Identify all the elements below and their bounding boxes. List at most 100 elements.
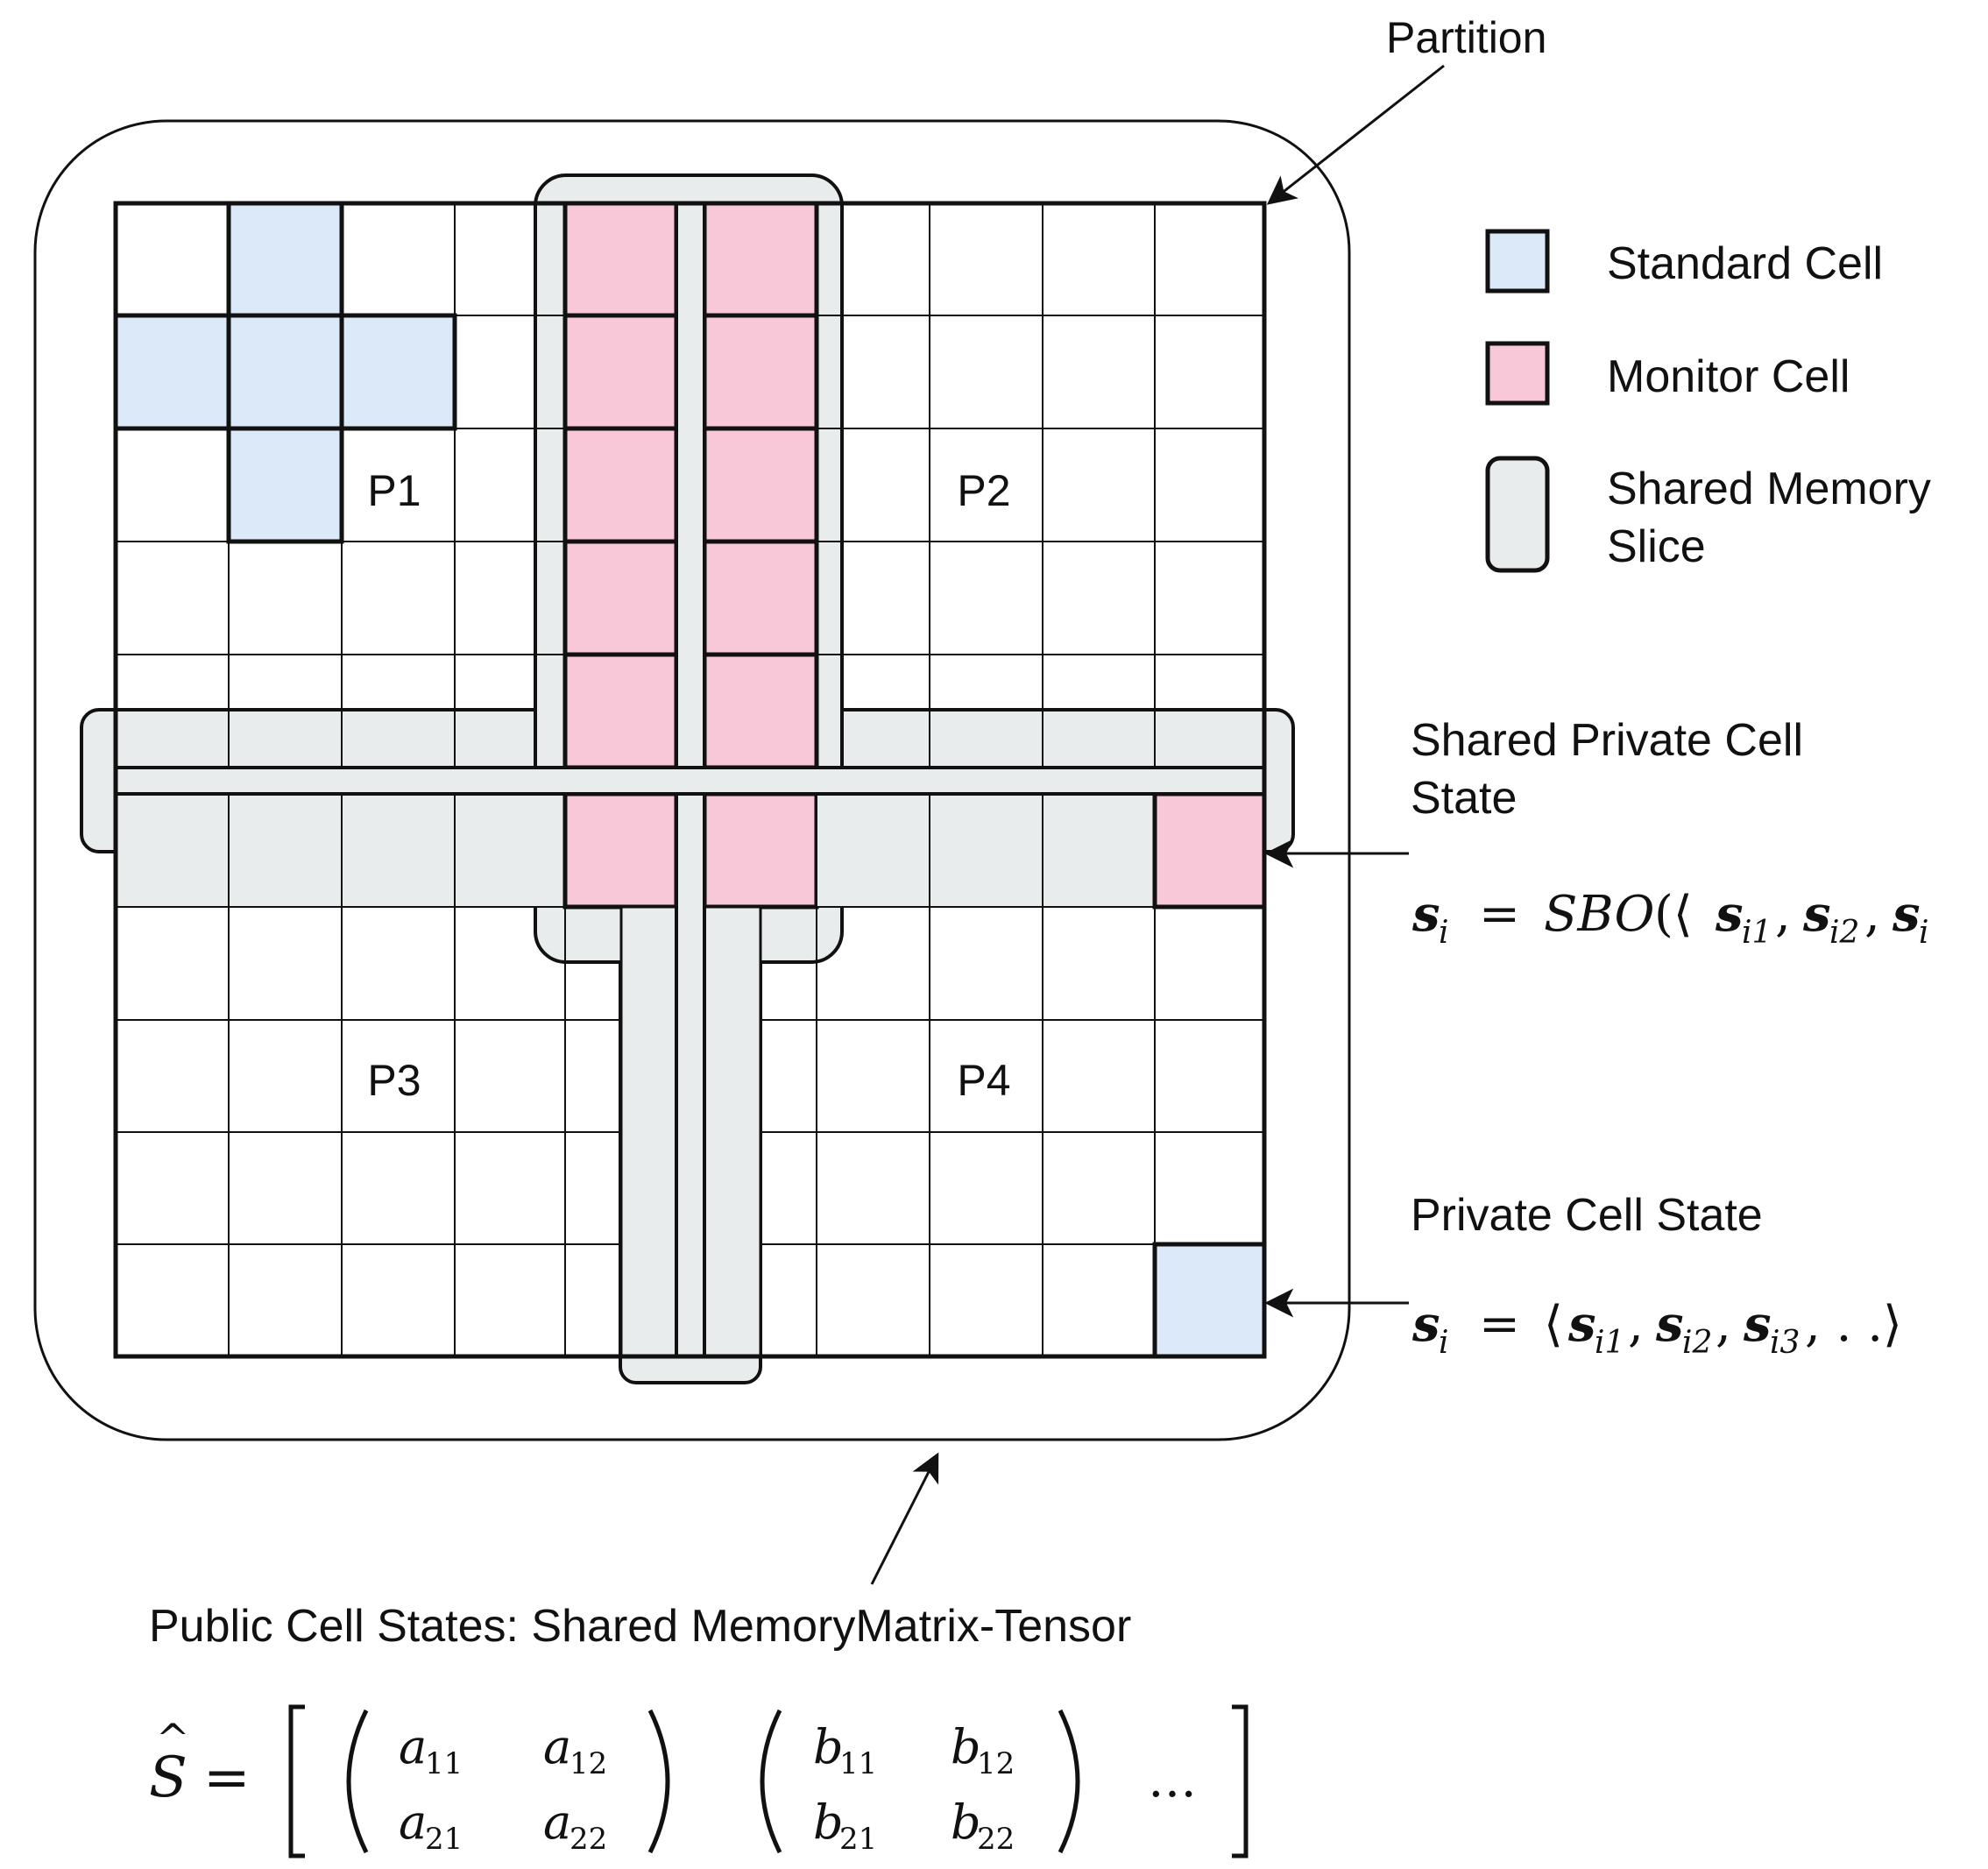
standard-cell <box>226 313 344 431</box>
grid-cell <box>341 541 456 655</box>
grid-cell <box>1154 428 1265 542</box>
svg-text:=: = <box>1479 886 1520 943</box>
monitor-cell <box>702 539 819 657</box>
monitor-cell <box>702 652 819 770</box>
svg-text:s: s <box>1567 1295 1596 1353</box>
legend-monitor-swatch <box>1485 341 1550 406</box>
grid-cell <box>228 906 343 1021</box>
grid-cell <box>929 1243 1044 1357</box>
monitor-cell <box>702 313 819 431</box>
grid-cell <box>929 906 1044 1021</box>
svg-text:s: s <box>1411 1295 1440 1353</box>
svg-text:21: 21 <box>839 1822 877 1857</box>
grid-cell <box>115 1131 230 1245</box>
svg-text:21: 21 <box>425 1822 463 1857</box>
grid-cell <box>341 1243 456 1357</box>
grid-cell <box>929 1131 1044 1245</box>
grid-cell <box>341 906 456 1021</box>
svg-text:,: , <box>1864 886 1880 943</box>
private-state-label: Private Cell State <box>1411 1190 1763 1241</box>
label-p1: P1 <box>367 466 421 515</box>
svg-text:12: 12 <box>570 1746 607 1781</box>
grid-cell <box>816 793 930 908</box>
private-state-formula: s i = ⟨ s i1 , s i2 , s i3 , . .⟩ <box>1411 1295 1902 1361</box>
label-p4: P4 <box>957 1056 1010 1105</box>
shared-private-label-2: State <box>1411 773 1517 824</box>
standard-cell <box>226 426 344 544</box>
monitor-cell <box>702 426 819 544</box>
svg-text:S: S <box>149 1745 187 1810</box>
grid-cell <box>454 1243 566 1357</box>
standard-cell <box>113 313 231 431</box>
legend-standard-label: Standard Cell <box>1607 238 1883 289</box>
grid-cell <box>1042 428 1156 542</box>
grid-cell <box>816 1243 930 1357</box>
svg-text:^: ^ <box>156 1715 190 1762</box>
label-p2: P2 <box>957 466 1010 515</box>
svg-text:(⟨: (⟨ <box>1654 886 1693 943</box>
standard-cell <box>226 201 344 318</box>
monitor-cell <box>562 313 679 431</box>
grid-cell <box>929 315 1044 429</box>
grid-cell <box>1154 906 1265 1021</box>
svg-text:22: 22 <box>570 1822 607 1857</box>
legend: Standard Cell Monitor Cell Shared Memory… <box>1485 229 1931 573</box>
svg-text:i1: i1 <box>1742 915 1772 951</box>
svg-text:22: 22 <box>977 1822 1015 1857</box>
grid-cell <box>1154 202 1265 316</box>
svg-text:i3: i3 <box>1770 1325 1800 1361</box>
monitor-cell <box>562 791 679 910</box>
grid-cell <box>816 1131 930 1245</box>
grid-cell <box>115 541 230 655</box>
svg-text:i2: i2 <box>1829 915 1859 951</box>
grid-cell <box>115 202 230 316</box>
svg-text:⟨: ⟨ <box>1544 1296 1563 1353</box>
grid-cell <box>454 793 566 908</box>
grid-cell <box>1042 1243 1156 1357</box>
svg-text:11: 11 <box>839 1746 877 1781</box>
svg-text:=: = <box>1479 1296 1520 1353</box>
grid-cell <box>1042 315 1156 429</box>
legend-standard-swatch <box>1485 229 1550 294</box>
svg-text:,: , <box>1716 1296 1731 1353</box>
standard-cell <box>339 313 457 431</box>
legend-monitor-label: Monitor Cell <box>1607 351 1850 402</box>
svg-text:b: b <box>813 1795 844 1850</box>
grid-cell <box>1042 793 1156 908</box>
grid-cell <box>1154 1019 1265 1133</box>
svg-text:s: s <box>1655 1295 1684 1353</box>
shared-slice-lower-strip <box>619 905 678 1358</box>
grid-cell <box>1154 315 1265 429</box>
svg-text:a: a <box>399 1795 427 1850</box>
grid-cell <box>1042 202 1156 316</box>
svg-text:…: … <box>1148 1752 1197 1809</box>
grid-cell <box>929 541 1044 655</box>
monitor-cell <box>562 201 679 318</box>
monitor-cell <box>702 791 819 910</box>
svg-text:s: s <box>1892 885 1921 943</box>
legend-shared-label-1: Shared Memory <box>1607 464 1931 514</box>
legend-shared-label-2: Slice <box>1607 521 1706 572</box>
svg-text:=: = <box>203 1745 251 1810</box>
svg-text:b: b <box>951 1795 981 1850</box>
svg-text:i: i <box>1919 915 1929 951</box>
grid-cell <box>228 793 343 908</box>
grid-cell <box>115 793 230 908</box>
partition-label: Partition <box>1386 13 1546 62</box>
grid-cell <box>1042 1131 1156 1245</box>
grid-cell <box>115 1243 230 1357</box>
svg-text:i: i <box>1439 1325 1449 1361</box>
grid-border <box>113 201 1267 1359</box>
svg-text:s: s <box>1802 885 1831 943</box>
monitor-cell <box>562 539 679 657</box>
grid-cell <box>1042 541 1156 655</box>
grid-cell <box>1042 1019 1156 1133</box>
svg-text:a: a <box>399 1719 427 1774</box>
monitor-cell <box>702 201 819 318</box>
svg-text:s: s <box>1743 1295 1772 1353</box>
svg-text:, . .⟩: , . .⟩ <box>1805 1296 1902 1353</box>
grid-cell <box>115 906 230 1021</box>
svg-text:b: b <box>813 1719 844 1774</box>
grid-cell <box>929 202 1044 316</box>
